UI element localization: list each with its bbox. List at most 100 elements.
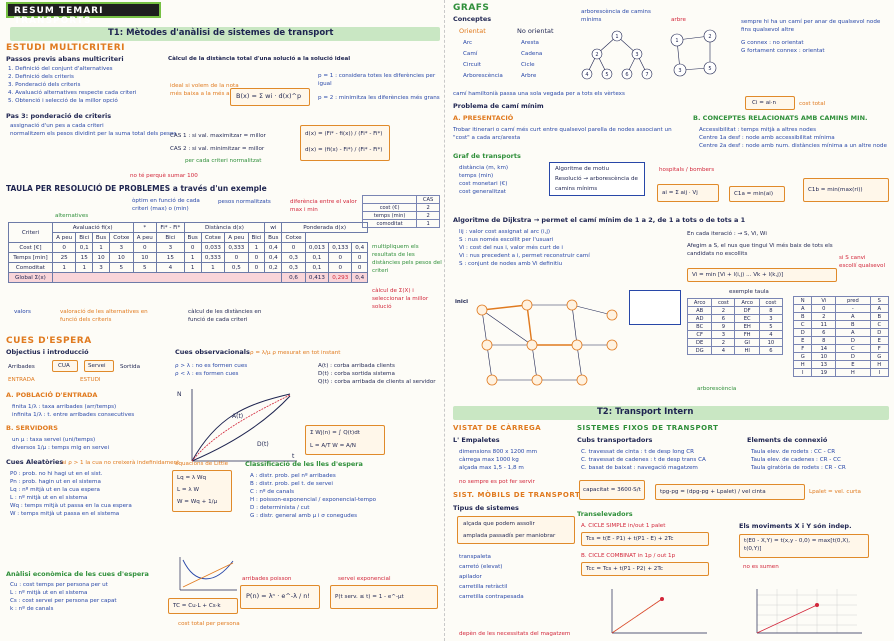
col-wi: wi [264,222,283,233]
left-column: RESUM TEMARI TRANSPORTS T1: Mètodes d'an… [0,0,445,641]
sist-title: SISTEMES FIXOS DE TRANSPORT [577,424,719,432]
dij-right: escollí qualsevol [839,263,886,269]
table-cell: 0 [281,242,306,253]
b-item: Centre 1a desf : node amb accessibilitat… [699,135,835,141]
alg-line: camins mínims [555,186,598,192]
b-list: Accessibilitat : temps mitjà a altres no… [699,126,887,150]
table-cell: 1 [183,262,202,273]
table-cell: 1 [183,252,202,263]
flow-label-estudi: ESTUDI [80,377,101,383]
column-header: Cotxe [200,232,226,243]
arbre-note: G connex : no orientat [741,40,804,46]
tipus-box-line: alçada que podem assolir [463,521,535,527]
column-header: Bici [75,232,94,243]
little-eq-box: Lq = λ Wq L = λ W W = Wq + 1/μ [172,470,232,512]
arbre-note: sempre hi ha un camí per anar de qualsev… [741,19,881,33]
svg-text:1: 1 [675,38,678,44]
tipus-box-line: amplada passadís per maniobrar [463,533,556,539]
flow-arribades: Arribades [8,364,35,370]
graf-item: distància (m, km) [459,165,509,171]
elem-title: Elements de connexió [747,436,828,444]
tipus-item: carretilla contrapesada [459,594,524,600]
pas3-note: no té perquè sumar 100 [130,173,198,179]
step-3: 3. Ponderació dels criteris [8,82,81,88]
table-cell: 10 [92,252,111,263]
elem-item: Taula giratòria de rodets : CR - CR [751,465,846,471]
cost-note: cost total [799,101,826,107]
formula-d2: d(x) = (fi(x) - Fi*) / (Fi* - Fi*) [305,147,383,153]
table-cell: 0,3 [281,252,306,263]
dij-steps: En cada iteració : → S, Vi, Wi Afegim a … [687,230,837,258]
cas1: CAS 1 : si val. maximitzar = millor [170,133,266,139]
p-note-1: p = 1 : considera totes les diferències … [318,73,436,87]
dijkstra-title: Algoritme de Dijkstra → permet el camí m… [453,216,746,224]
tipus-list: transpaleta carretó (elevat) apilador ca… [459,552,524,602]
flow-servei: Servei [88,363,106,369]
class-item: A : distr. prob. pel nº arribades [250,473,336,479]
trans-a-title: A. CICLE SIMPLE in/out 1 palet [581,523,666,529]
flow-cua: CUA [58,363,70,369]
multicriteri-heading: ESTUDI MULTICRITERI [6,43,125,53]
row-label: Cost [€] [8,242,53,253]
graf-title: Graf de transports [453,152,521,160]
step-2: 2. Definició dels criteris [8,74,74,80]
class-item: D : determinista / cut [250,505,310,511]
a-pres-text: Trobar itinerari o camí més curt entre q… [453,127,672,141]
trans-b-title: B. CICLE COMBINAT in 1p / out 1p [581,553,676,559]
mov-box: t(E0 - X,Y) = t(x,y - 0,0) = max[t(0,X),… [739,534,869,558]
column-header: Cotxe [281,232,306,243]
empalet-title: L' Empaletes [453,436,500,444]
tag-actors: valors [14,309,31,315]
cap-formula: capacitat = 3600·S/t [583,487,641,493]
table-cell: 1 [92,242,111,253]
cas-header: CAS [416,195,440,204]
b-item: Centre 2a desf : node amb num. distàncie… [699,143,887,149]
column-header: Bus [183,232,202,243]
column-header: A peu [224,232,249,243]
flow-label-entrada: ENTRADA [8,377,35,383]
svg-text:3: 3 [635,52,638,58]
tipus-item: apilador [459,574,482,580]
b-item: Accessibilitat : temps mitjà a altres no… [699,127,817,133]
global-cell: 0,413 [304,272,330,283]
concept-orientat: Arborescència [463,73,503,79]
class-item: C : nº de canals [250,489,295,495]
analisi-list: Cu : cost temps per persona per ut L : n… [10,581,117,613]
alertes-item: L : nº mitjà ut en el sistema [10,495,88,501]
cues-a-title: A. POBLACIÓ D'ENTRADA [6,391,98,399]
elem-item: Taula elev. de rodets : CC - CR [751,449,836,455]
table-cell: 1 [75,262,94,273]
obs-right-item: Q(t) : corba arribada de clients al serv… [318,379,436,385]
dij-item: S : conjunt de nodes amb Vi definitiu [459,261,563,267]
cues-a-item: infinita 1/λ : t. entre arribades consec… [12,412,135,418]
cas-row-value: 1 [416,219,440,228]
tc-formula: TC = Cu·L + Cs·k [173,603,221,609]
dij-list: lij : valor cost assignat al arc (i,j) S… [459,228,590,268]
eq-2: L = λ W [177,487,199,493]
eq-3: W = Wq + 1/μ [177,499,218,505]
column-header: Bici [247,232,266,243]
transelevador-diagram-2 [756,589,862,634]
cues-a-item: finita 1/λ : taxa arribades (arr/temps) [12,404,117,410]
analisi-title: Anàlisi econòmica de les cues d'espera [6,570,149,578]
label-arbre: arbre [671,17,686,23]
trans-b-formula: Tcc = Tcs + t(P1 - P2) + 2Tc [586,566,663,572]
flow-sortida: Sortida [120,364,140,370]
graf-item: cost generalitzat [459,189,506,195]
t1-title-bar [10,27,440,41]
empalet-note: no sempre es pot fer servir [459,479,535,485]
group-avaluacio: Avaluació fi(x) [51,222,134,233]
table-cell: 0,333 [200,252,226,263]
legend-box [629,290,681,325]
table-cell: 0,013 [304,242,330,253]
class-item: H : poisson-exponencial / exponencial-te… [250,497,377,503]
graf-item: temps (min) [459,173,494,179]
cost-formula-box: Ci = ai·n [745,96,795,110]
tag-multi: multipliquem els resultats de les distàn… [372,244,442,274]
dij-item: lij : valor cost assignat al arc (i,j) [459,229,551,235]
